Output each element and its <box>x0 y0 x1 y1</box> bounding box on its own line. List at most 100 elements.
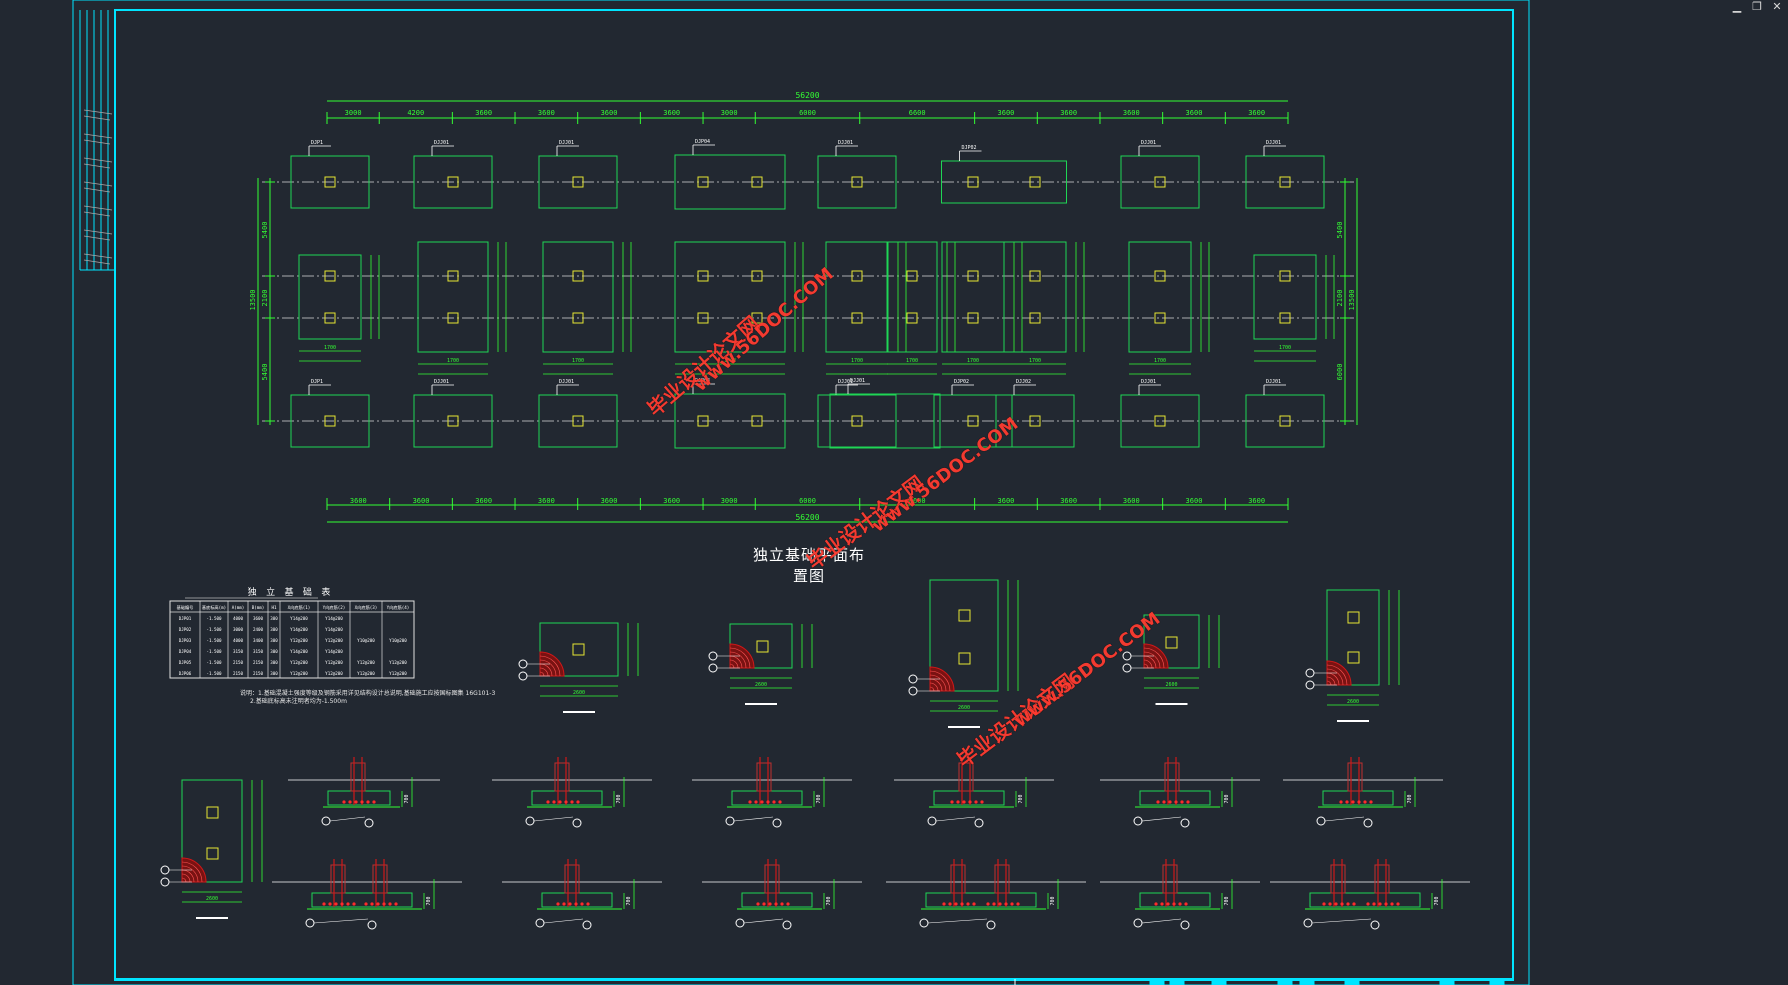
bottom-span-dim: 3600 <box>1060 497 1077 505</box>
rebar-dot <box>1322 902 1326 906</box>
section-marker <box>1363 818 1373 828</box>
bar-marker <box>1122 663 1132 673</box>
table-cell: DJP02 <box>179 627 192 632</box>
restore-icon[interactable]: ❐ <box>1752 0 1762 13</box>
detail-footing <box>539 622 619 677</box>
top-span-dim: 3600 <box>538 109 555 117</box>
table-header-cell: 基底标高(m) <box>202 604 226 611</box>
footing-pad <box>829 393 941 449</box>
side-dim: 5400 <box>261 364 269 381</box>
column-square <box>967 270 979 282</box>
footing-label: DJP1 <box>311 379 323 385</box>
table-cell: -1.500 <box>206 649 222 654</box>
table-cell: 4000 <box>233 616 244 621</box>
rebar-dot <box>1180 800 1184 804</box>
side-dim: 2100 <box>1336 290 1344 307</box>
table-cell: Y12@200 <box>325 660 343 665</box>
rebar-dot <box>1334 902 1338 906</box>
table-cell: Y10@200 <box>357 638 375 643</box>
rebar-dot <box>552 800 556 804</box>
column-square <box>1029 176 1041 188</box>
table-cell: DJP04 <box>179 649 192 654</box>
table-cell: DJP06 <box>179 671 192 676</box>
rebar-dot <box>342 800 346 804</box>
rebar-dot <box>756 902 760 906</box>
rebar-dot <box>334 902 338 906</box>
footing-label: DJJ01 <box>434 379 449 385</box>
rebar-dot <box>328 902 332 906</box>
minimize-icon[interactable]: ▁ <box>1732 0 1742 13</box>
column-square <box>1279 312 1291 324</box>
column-square <box>1029 415 1041 427</box>
strip-text-mark <box>83 157 113 163</box>
column-square <box>697 176 709 188</box>
section-column <box>1330 864 1346 894</box>
column-square <box>324 415 336 427</box>
rebar-dot <box>768 902 772 906</box>
rebar-dot <box>348 800 352 804</box>
table-cell: 300 <box>270 649 278 654</box>
table-header-cell: X向底筋(1) <box>288 604 311 611</box>
bar-marker <box>160 865 170 875</box>
column-square <box>572 176 584 188</box>
section-dim: 700 <box>426 896 432 905</box>
section-dim: 700 <box>826 896 832 905</box>
rebar-arc-line <box>1143 651 1161 669</box>
rebar-arc-line <box>181 865 199 883</box>
title-block-cell <box>1439 979 1455 985</box>
top-span-dim: 3600 <box>663 109 680 117</box>
footing-label: DJJ01 <box>850 378 865 384</box>
combined-footing <box>825 241 889 353</box>
footing-label: DJP04 <box>695 378 710 384</box>
combined-footing <box>417 241 489 353</box>
top-span-dim: 3600 <box>1123 109 1140 117</box>
rebar-dot <box>574 902 578 906</box>
rebar-arc-line <box>1326 676 1336 686</box>
section-leader <box>1311 918 1372 924</box>
rebar-dot <box>1004 902 1008 906</box>
section-marker <box>927 816 937 826</box>
footing-label: DJJ01 <box>1266 140 1281 146</box>
title-block-cell <box>1169 979 1185 985</box>
column-square <box>1029 270 1041 282</box>
rebar-dot <box>1172 902 1176 906</box>
section-leader <box>533 816 574 822</box>
rebar-dot <box>1154 902 1158 906</box>
rebar-dot <box>1390 902 1394 906</box>
table-cell: -1.500 <box>206 660 222 665</box>
footing-label: DJP04 <box>695 139 710 145</box>
rebar-dot <box>1174 800 1178 804</box>
note-line-1: 说明：1.基础混凝土强度等级及钢筋采用详见结构设计总说明,基础施工应按国标图集 … <box>240 690 496 697</box>
rebar-arc <box>1326 660 1352 686</box>
column-square <box>324 312 336 324</box>
pad-dim: 1700 <box>851 358 863 364</box>
section-marker <box>305 918 315 928</box>
top-span-dim: 3600 <box>475 109 492 117</box>
table-cell: 3000 <box>233 627 244 632</box>
rebar-dot <box>1328 902 1332 906</box>
rebar-dot <box>760 800 764 804</box>
table-header-cell: Y向底筋(2) <box>323 604 346 611</box>
detail-column <box>958 652 971 665</box>
close-icon[interactable]: ✕ <box>1772 0 1782 13</box>
top-span-dim: 3600 <box>1248 109 1265 117</box>
rebar-dot <box>1162 800 1166 804</box>
rebar-dot <box>1156 800 1160 804</box>
combined-footing <box>542 241 614 353</box>
rebar-dot <box>1160 902 1164 906</box>
side-dim: 13500 <box>249 289 257 310</box>
rebar-dot <box>1345 800 1349 804</box>
section-marker <box>772 818 782 828</box>
footing-label: DJJ01 <box>1266 379 1281 385</box>
table-cell: 3150 <box>233 649 244 654</box>
footing-pad <box>1245 394 1325 448</box>
rebar-dot <box>1166 902 1170 906</box>
rebar-dot <box>778 800 782 804</box>
top-span-dim: 6600 <box>909 109 926 117</box>
rebar-arc-line <box>1326 664 1348 686</box>
table-cell: -1.500 <box>206 671 222 676</box>
bar-marker <box>1305 668 1315 678</box>
detail-column <box>1347 611 1360 624</box>
